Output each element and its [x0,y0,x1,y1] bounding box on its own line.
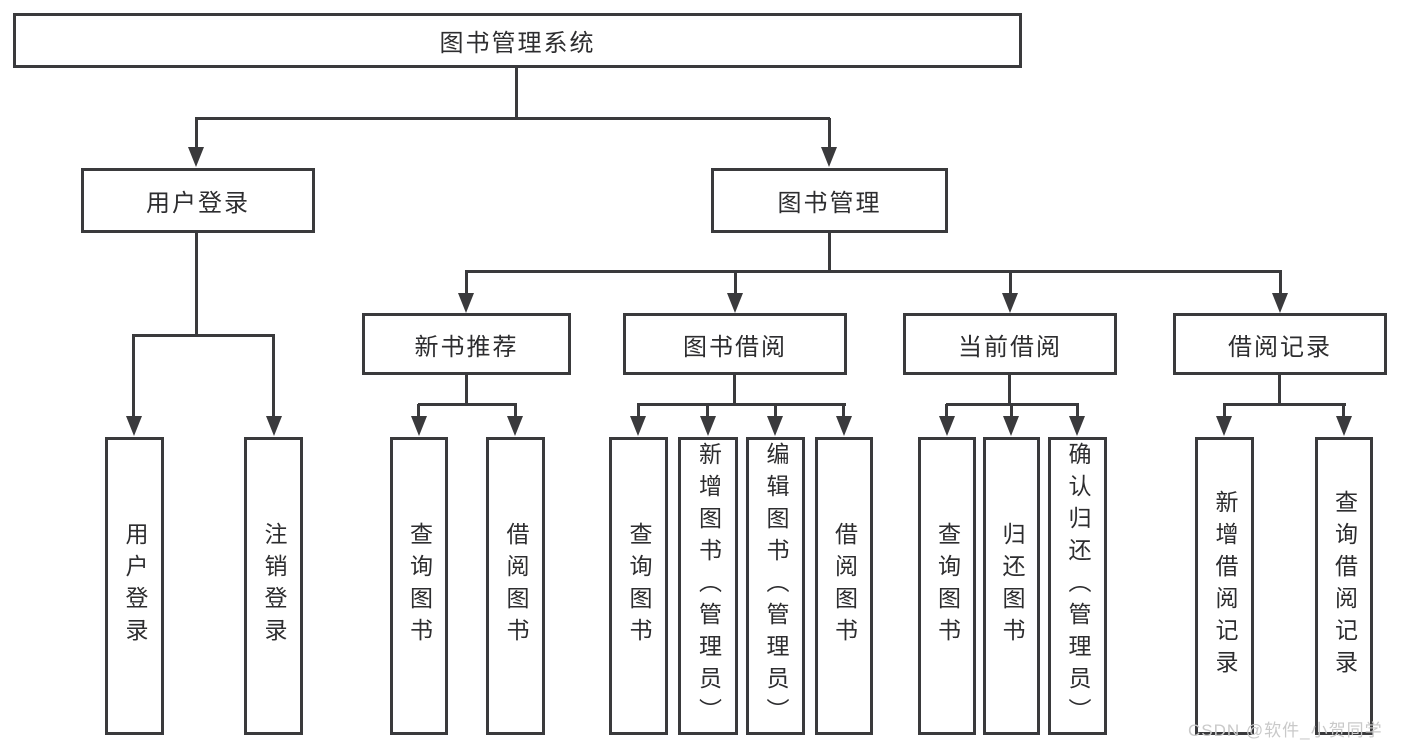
connector-drop-book-borrow [734,272,737,294]
connector-mgmt-stem [828,233,831,273]
leaf-current-query-books: 查询图书 [918,437,976,735]
arrow-down-icon [1003,416,1019,436]
csdn-watermark: CSDN @软件_小贺同学 [1188,721,1383,740]
node-new-book-recommend-label: 新书推荐 [414,333,519,361]
connector-borrow-stem [733,375,736,406]
node-book-borrow: 图书借阅 [623,313,847,375]
leaf-records-add-record-label: 新增借阅记录 [1212,490,1238,682]
leaf-borrow-edit-books-admin: 编辑图书（管理员） [746,437,805,735]
leaf-user-login: 用户登录 [105,437,164,735]
arrow-down-icon [266,416,282,436]
connector-drop-user-login [195,118,198,150]
connector-drop-borrow-edit [774,404,777,417]
connector-recommend-bar [418,403,517,406]
connector-root-stem [515,68,518,120]
connector-drop-records-add [1223,404,1226,417]
node-current-borrow: 当前借阅 [903,313,1117,375]
arrow-down-icon [727,293,743,313]
connector-mgmt-bar [465,270,1282,273]
node-book-borrow-label: 图书借阅 [683,333,787,361]
connector-drop-borrow-add [706,404,709,417]
leaf-records-add-record: 新增借阅记录 [1195,437,1254,735]
node-root-label: 图书管理系统 [439,30,596,57]
connector-user-bar [132,334,275,337]
node-book-management: 图书管理 [711,168,948,233]
arrow-down-icon [630,416,646,436]
connector-drop-book-management [828,118,831,150]
leaf-recommend-query-books-label: 查询图书 [406,522,433,650]
node-borrow-records-label: 借阅记录 [1228,333,1332,361]
connector-drop-current-confirm [1076,404,1079,417]
arrow-down-icon [939,416,955,436]
connector-drop-records-query [1342,404,1345,417]
arrow-down-icon [458,293,474,313]
connector-records-stem [1278,375,1281,406]
arrow-down-icon [188,147,204,167]
leaf-logout: 注销登录 [244,437,303,735]
arrow-down-icon [411,416,427,436]
leaf-borrow-query-books: 查询图书 [609,437,668,735]
connector-drop-borrow-borrow [842,404,845,417]
node-borrow-records: 借阅记录 [1173,313,1387,375]
arrow-down-icon [126,416,142,436]
node-new-book-recommend: 新书推荐 [362,313,571,375]
node-root: 图书管理系统 [13,13,1022,68]
leaf-borrow-borrow-books: 借阅图书 [815,437,873,735]
connector-drop-recommend-query [417,404,420,417]
leaf-user-login-label: 用户登录 [122,522,148,650]
connector-drop-current-borrow [1009,272,1012,294]
node-current-borrow-label: 当前借阅 [958,333,1062,361]
leaf-logout-label: 注销登录 [261,522,287,650]
leaf-borrow-edit-books-admin-label: 编辑图书（管理员） [763,442,789,730]
leaf-borrow-query-books-label: 查询图书 [626,522,652,650]
arrow-down-icon [1336,416,1352,436]
node-user-login-group: 用户登录 [81,168,315,233]
connector-drop-new-book-recommend [465,272,468,294]
connector-recommend-stem [465,375,468,406]
leaf-records-query-record-label: 查询借阅记录 [1331,490,1358,682]
leaf-borrow-borrow-books-label: 借阅图书 [831,522,858,650]
leaf-current-return-books: 归还图书 [983,437,1040,735]
arrow-down-icon [821,147,837,167]
connector-drop-leaf-user-login [132,335,135,417]
arrow-down-icon [700,416,716,436]
connector-drop-current-query [945,404,948,417]
arrow-down-icon [767,416,783,436]
arrow-down-icon [836,416,852,436]
connector-root-bar [195,117,830,120]
arrow-down-icon [507,416,523,436]
connector-records-bar [1223,403,1346,406]
node-book-management-label: 图书管理 [777,190,882,217]
leaf-current-confirm-return-admin: 确认归还（管理员） [1048,437,1107,735]
leaf-current-return-books-label: 归还图书 [999,522,1025,650]
leaf-recommend-borrow-books-label: 借阅图书 [503,522,529,650]
leaf-recommend-query-books: 查询图书 [390,437,448,735]
leaf-current-query-books-label: 查询图书 [934,522,961,650]
arrow-down-icon [1216,416,1232,436]
connector-drop-borrow-query [637,404,640,417]
leaf-records-query-record: 查询借阅记录 [1315,437,1373,735]
node-user-login-group-label: 用户登录 [146,190,250,217]
arrow-down-icon [1272,293,1288,313]
connector-drop-current-return [1010,404,1013,417]
connector-user-stem [195,233,198,336]
connector-current-stem [1008,375,1011,406]
arrow-down-icon [1002,293,1018,313]
connector-borrow-bar [637,403,846,406]
leaf-recommend-borrow-books: 借阅图书 [486,437,545,735]
connector-drop-recommend-borrow [514,404,517,417]
connector-drop-borrow-records [1279,272,1282,294]
arrow-down-icon [1069,416,1085,436]
leaf-borrow-add-books-admin: 新增图书（管理员） [678,437,738,735]
leaf-current-confirm-return-admin-label: 确认归还（管理员） [1065,442,1091,730]
connector-drop-leaf-logout [272,335,275,417]
leaf-borrow-add-books-admin-label: 新增图书（管理员） [695,442,722,730]
